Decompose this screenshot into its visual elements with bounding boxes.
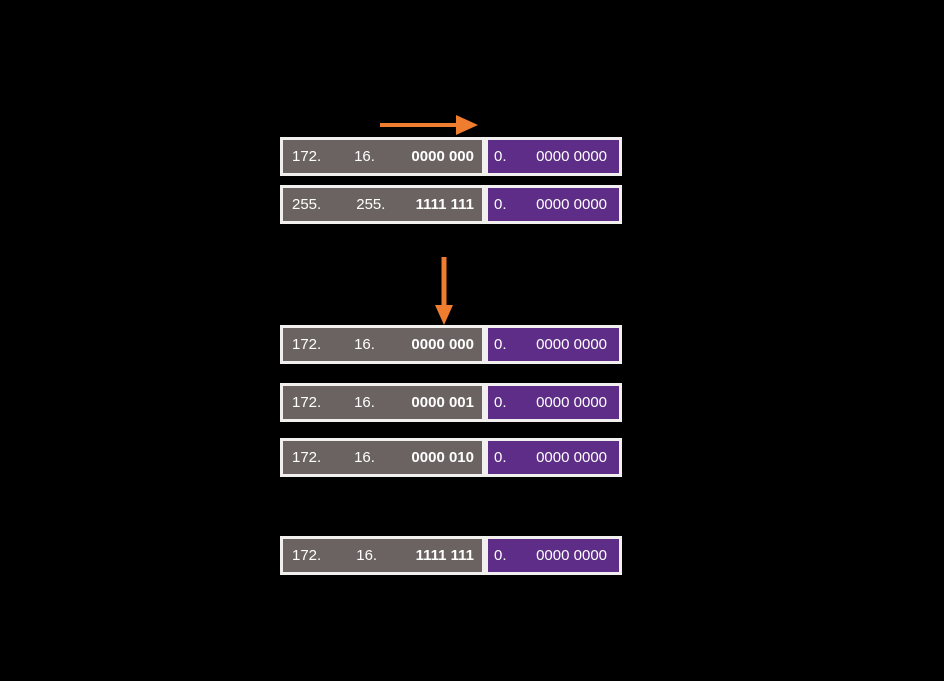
octet1-value: 172. <box>292 547 322 564</box>
host-portion: 0. 0000 0000 <box>485 185 622 224</box>
octet1-value: 172. <box>292 148 322 165</box>
network-portion: 172. 16. 0000 010 <box>280 438 485 477</box>
octet2-value: 255. <box>356 196 386 213</box>
subnet-bits-value: 1111 111 <box>415 196 474 213</box>
octet2-value: 16. <box>354 449 375 466</box>
host-bit-value: 0. <box>494 394 507 411</box>
host-portion: 0. 0000 0000 <box>485 137 622 176</box>
subnet-row: 172. 16. 0000 000 0. 0000 0000 <box>280 325 622 364</box>
subnet-bits-value: 0000 000 <box>411 148 474 165</box>
right-arrow-icon <box>380 111 478 139</box>
octet1-value: 172. <box>292 449 322 466</box>
octet4-bits-value: 0000 0000 <box>536 449 607 466</box>
host-portion: 0. 0000 0000 <box>485 383 622 422</box>
octet4-bits-value: 0000 0000 <box>536 547 607 564</box>
host-bit-value: 0. <box>494 148 507 165</box>
octet1-value: 172. <box>292 336 322 353</box>
host-portion: 0. 0000 0000 <box>485 438 622 477</box>
network-portion: 172. 16. 0000 000 <box>280 325 485 364</box>
host-portion: 0. 0000 0000 <box>485 536 622 575</box>
down-arrow-icon <box>433 257 455 325</box>
host-portion: 0. 0000 0000 <box>485 325 622 364</box>
network-portion: 255. 255. 1111 111 <box>280 185 485 224</box>
network-portion: 172. 16. 0000 001 <box>280 383 485 422</box>
subnet-mask-row: 255. 255. 1111 111 0. 0000 0000 <box>280 185 622 224</box>
subnet-bits-value: 1111 111 <box>415 547 474 564</box>
subnet-bits-value: 0000 000 <box>411 336 474 353</box>
octet4-bits-value: 0000 0000 <box>536 394 607 411</box>
host-bit-value: 0. <box>494 547 507 564</box>
subnet-row: 172. 16. 0000 001 0. 0000 0000 <box>280 383 622 422</box>
octet1-value: 255. <box>292 196 322 213</box>
octet2-value: 16. <box>354 394 375 411</box>
host-bit-value: 0. <box>494 449 507 466</box>
octet2-value: 16. <box>356 547 378 564</box>
octet4-bits-value: 0000 0000 <box>536 336 607 353</box>
subnet-row: 172. 16. 1111 111 0. 0000 0000 <box>280 536 622 575</box>
host-bit-value: 0. <box>494 196 507 213</box>
octet2-value: 16. <box>354 336 375 353</box>
subnet-row: 172. 16. 0000 010 0. 0000 0000 <box>280 438 622 477</box>
address-row: 172. 16. 0000 000 0. 0000 0000 <box>280 137 622 176</box>
octet2-value: 16. <box>354 148 375 165</box>
subnet-bits-value: 0000 010 <box>411 449 474 466</box>
network-portion: 172. 16. 0000 000 <box>280 137 485 176</box>
subnet-bits-value: 0000 001 <box>411 394 474 411</box>
host-bit-value: 0. <box>494 336 507 353</box>
octet1-value: 172. <box>292 394 322 411</box>
octet4-bits-value: 0000 0000 <box>536 148 607 165</box>
octet4-bits-value: 0000 0000 <box>536 196 607 213</box>
network-portion: 172. 16. 1111 111 <box>280 536 485 575</box>
